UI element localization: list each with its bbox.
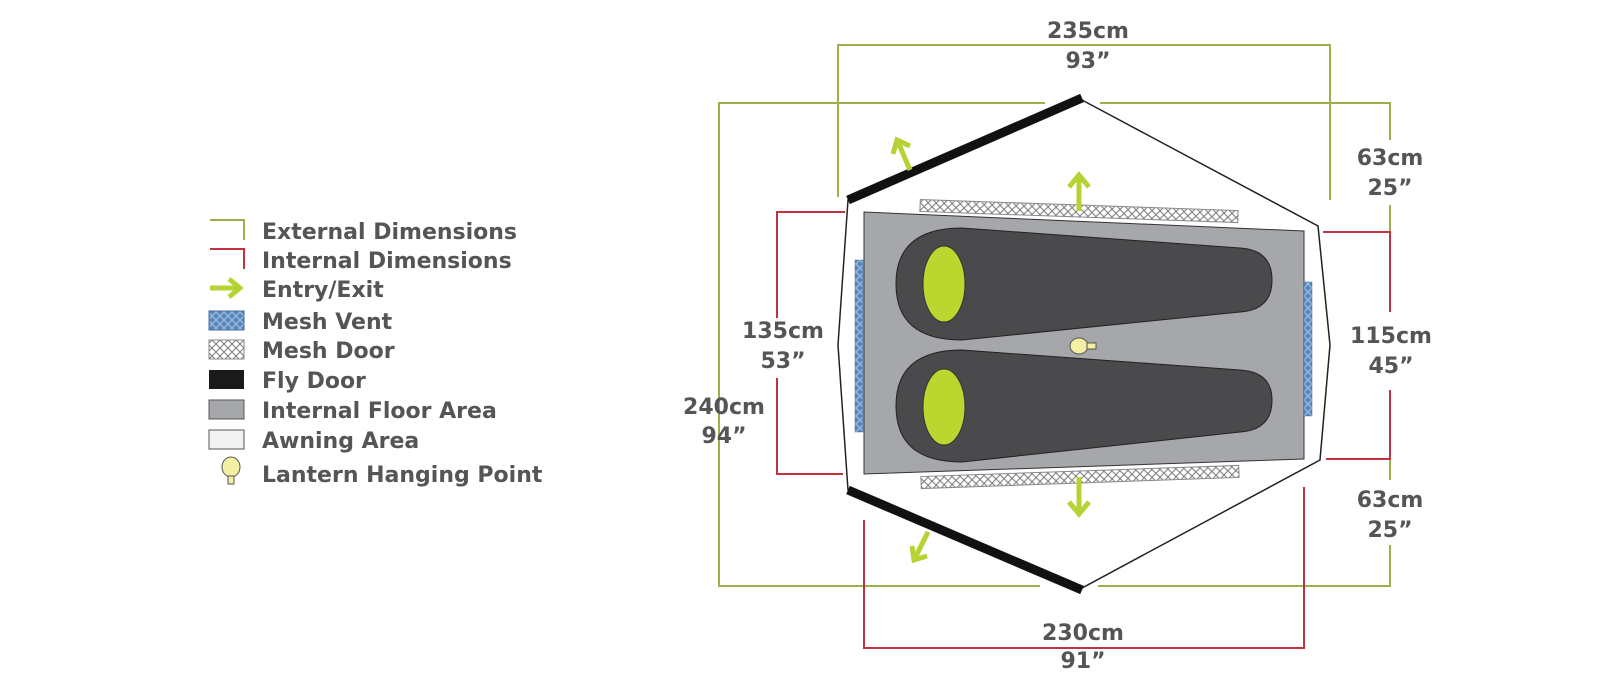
sleeping-bag-top [895,227,1273,341]
bottom-internal-in: 91” [1060,649,1105,674]
external-dimension-lines [718,44,1391,587]
pillow [922,368,966,446]
left-internal-cm: 135cm [742,319,824,344]
right-bottom-awning-cm: 63cm [1357,488,1424,513]
legend-label: Mesh Door [262,339,395,364]
entry-exit-arrow-icon [210,277,244,299]
internal-dimension-lines [776,211,1391,649]
lantern-hanging-point-icon [1069,337,1097,355]
entry-exit-arrow-icon [1067,171,1091,211]
legend-label: Internal Floor Area [262,399,497,424]
right-bottom-awning-in: 25” [1367,518,1412,543]
pillow [922,245,966,323]
left-external-bracket [718,102,1045,587]
legend-label: Fly Door [262,369,366,394]
right-top-awning-cm: 63cm [1357,146,1424,171]
mesh-door-swatch [208,339,245,360]
legend-item-mesh-door: Mesh Door [208,339,395,364]
legend: External Dimensions Internal Dimensions … [208,219,543,488]
entry-exit-arrow-icon [1067,477,1091,518]
external-dimension-swatch [210,219,245,240]
right-internal-bracket [1323,231,1391,460]
internal-floor-swatch [208,399,245,420]
mesh-vent-left [854,259,864,433]
legend-label: Internal Dimensions [262,249,512,274]
fly-door-swatch [209,370,244,389]
legend-item-fly-door: Fly Door [209,369,366,394]
top-external-bracket [837,44,1331,200]
legend-label: External Dimensions [262,220,517,245]
entry-exit-arrow-icon [909,530,931,564]
legend-item-external: External Dimensions [210,219,517,245]
awning-swatch [208,429,245,450]
legend-item-lantern: Lantern Hanging Point [221,456,543,488]
legend-item-awning: Awning Area [208,429,419,454]
left-external-cm: 240cm [683,395,765,420]
fly-door-top [846,93,1084,205]
top-external-cm: 235cm [1047,19,1129,44]
bottom-internal-cm: 230cm [1042,621,1124,646]
top-external-in: 93” [1065,49,1110,74]
legend-label: Awning Area [262,429,419,454]
left-external-in: 94” [701,424,746,449]
right-top-awning-in: 25” [1367,176,1412,201]
mesh-vent-right [1303,281,1313,417]
legend-item-floor: Internal Floor Area [208,399,497,424]
legend-item-internal: Internal Dimensions [210,248,512,274]
legend-label: Lantern Hanging Point [262,463,543,488]
right-internal-in: 45” [1368,354,1413,379]
tent-plan [837,93,1331,595]
legend-item-entry: Entry/Exit [210,277,384,303]
legend-label: Entry/Exit [262,278,384,303]
sleeping-bag-bottom [895,349,1273,463]
dimension-labels: 235cm 93” 63cm 25” 135cm 53” 115cm 45” 2… [683,19,1432,674]
right-external-bracket [1098,102,1391,587]
entry-exit-arrows [890,136,1091,564]
legend-item-mesh-vent: Mesh Vent [208,310,393,335]
left-internal-in: 53” [760,349,805,374]
fly-door-bottom [846,485,1084,595]
bottom-internal-bracket [863,487,1305,649]
right-internal-cm: 115cm [1350,324,1432,349]
legend-label: Mesh Vent [262,310,393,335]
lantern-icon [221,456,241,485]
mesh-vent-swatch [208,310,245,331]
internal-dimension-swatch [210,248,245,269]
left-internal-bracket [776,211,845,475]
entry-exit-arrow-icon [890,136,913,171]
